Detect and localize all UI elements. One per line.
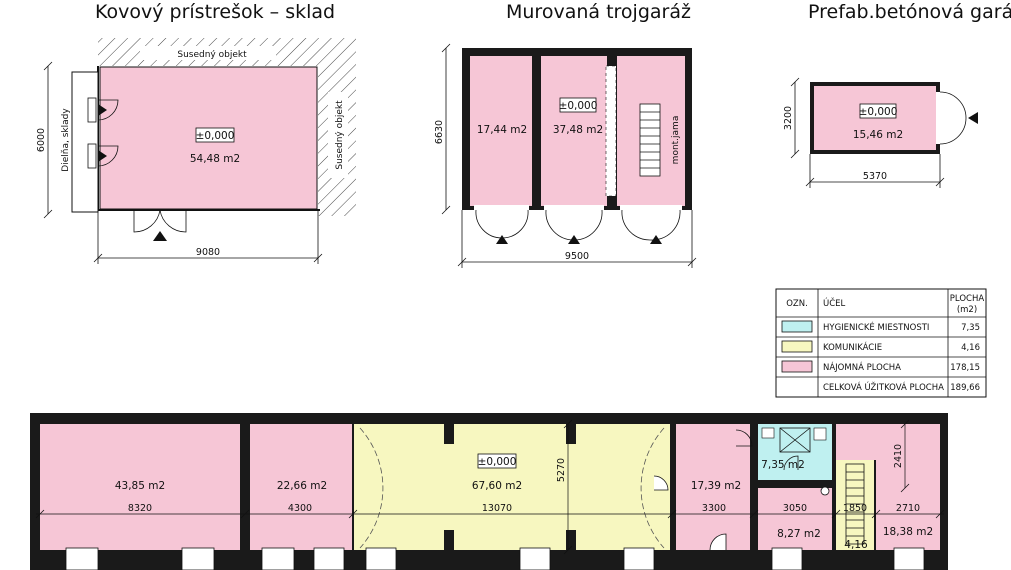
room-8 <box>876 460 940 550</box>
garage3-title: Murovaná trojgaráž <box>506 1 691 23</box>
garage-bay-1 <box>470 56 532 206</box>
garage3-dim-width: 9500 <box>565 251 589 262</box>
legend-row-label: HYGIENICKÉ MIESTNOSTI <box>823 321 929 333</box>
workshop-label: Dielňa, sklady <box>60 108 71 172</box>
dim-3050: 3050 <box>783 503 807 514</box>
pit-stairs <box>639 103 661 177</box>
garage-bay-2 <box>541 56 607 206</box>
pit-label: mont.jama <box>671 116 681 165</box>
dim-8320: 8320 <box>128 503 152 514</box>
shed-dim-height: 6000 <box>36 128 47 152</box>
garage3-area-left: 17,44 m2 <box>477 124 527 136</box>
prefab-area: 15,46 m2 <box>853 129 903 141</box>
dim-3300: 3300 <box>702 503 726 514</box>
room-6-area: 8,27 m2 <box>777 528 821 540</box>
shed-level: ±0,000 <box>196 130 235 142</box>
stair-area: 4,16 <box>844 539 868 551</box>
room-wc-area: 7,35 m2 <box>761 459 805 471</box>
stair-treads <box>845 463 865 545</box>
legend-swatch-communication <box>781 340 813 353</box>
neighbor-label-right: Susedný objekt <box>335 100 345 170</box>
dim-1850: 1850 <box>843 503 867 514</box>
legend-row-label: KOMUNIKÁCIE <box>823 341 882 353</box>
stairwell <box>836 460 874 550</box>
room-1-area: 43,85 m2 <box>115 480 165 492</box>
shed-title: Kovový prístrešok – sklad <box>95 1 335 23</box>
dim-13070: 13070 <box>482 503 512 514</box>
shed-door-2 <box>97 145 119 167</box>
shed-dim-width: 9080 <box>196 247 220 258</box>
legend-header-area-1: PLOCHA <box>950 294 985 304</box>
prefab-title: Prefab.betónová garáž <box>808 1 1011 23</box>
legend-header-area-2: (m2) <box>957 305 977 315</box>
room-1 <box>40 424 240 550</box>
garage3-dim-height: 6630 <box>434 120 445 144</box>
main-building-plan: ±0,000 43,85 m2 22,66 m2 67,60 m2 17,39 … <box>30 413 948 570</box>
neighbor-label-top: Susedný objekt <box>177 50 247 60</box>
workshop-strip <box>71 71 99 213</box>
prefab-dim-height: 3200 <box>783 106 794 130</box>
room-4-area: 17,39 m2 <box>691 480 741 492</box>
legend-table: OZN. ÚČEL PLOCHA (m2) HYGIENICKÉ MIESTNO… <box>775 288 987 398</box>
shed-area: 54,48 m2 <box>190 153 240 165</box>
room-8-area: 18,38 m2 <box>883 526 933 538</box>
legend-header-mark: OZN. <box>786 299 808 309</box>
legend-total-value: 189,66 <box>950 383 980 393</box>
legend-swatch-rental <box>781 360 813 373</box>
room-3-hall <box>354 424 670 550</box>
prefab-level: ±0,000 <box>859 106 898 118</box>
dim-5270: 5270 <box>556 458 567 482</box>
shed-plan: Susedný objekt Susedný objekt Dielňa, sk… <box>36 38 356 264</box>
dim-2410: 2410 <box>893 444 904 468</box>
legend-row-value: 178,15 <box>950 363 980 373</box>
shed-door-1 <box>97 99 119 121</box>
legend-row-value: 4,16 <box>961 343 980 353</box>
prefab-dim-width: 5370 <box>863 171 887 182</box>
room-3-area: 67,60 m2 <box>472 480 522 492</box>
legend-total-label: CELKOVÁ ÚŽITKOVÁ PLOCHA <box>823 381 944 393</box>
room-2-area: 22,66 m2 <box>277 480 327 492</box>
dim-4300: 4300 <box>288 503 312 514</box>
room-4 <box>676 424 750 550</box>
legend-header-purpose: ÚČEL <box>823 297 846 309</box>
legend-row-label: NÁJOMNÁ PLOCHA <box>823 361 901 373</box>
legend-row-value: 7,35 <box>961 323 980 333</box>
dim-2710: 2710 <box>896 503 920 514</box>
room-6 <box>758 488 832 550</box>
prefab-plan: ±0,000 15,46 m2 5370 3200 <box>783 77 978 188</box>
garage3-plan: mont.jama ±0,000 17,44 m2 37,48 m2 9500 … <box>434 43 697 268</box>
legend-swatch-hygiene <box>781 320 813 333</box>
garage3-level: ±0,000 <box>559 100 598 112</box>
garage3-area-mid: 37,48 m2 <box>553 124 603 136</box>
room-2 <box>250 424 352 550</box>
main-level: ±0,000 <box>478 456 517 468</box>
